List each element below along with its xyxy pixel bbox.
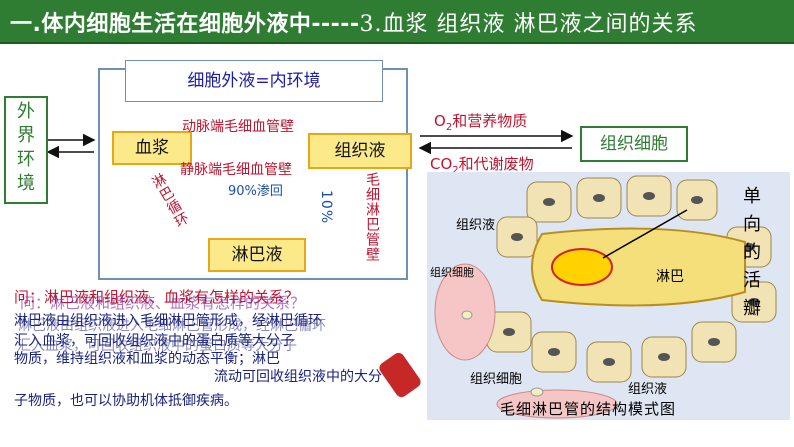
plasma-node: 血浆 (112, 131, 192, 165)
title-subtitle: 3.血浆 组织液 淋巴液之间的关系 (359, 12, 698, 37)
tissue-cell-box: 组织细胞 (580, 126, 688, 162)
return-90-label: 90%渗回 (228, 184, 283, 199)
o2-nutrients-label: O2和营养物质 (434, 110, 527, 133)
valve-char-3: 的 (743, 242, 761, 263)
lymph-capillary-illustration (434, 175, 777, 419)
venous-label: 静脉端毛细血管壁 (180, 162, 292, 178)
text-line-6: 子物质，也可以协助机体抵御疾病。 (14, 393, 238, 409)
title-main: 一.体内细胞生活在细胞外液中----- (10, 12, 360, 37)
label-tissue-fluid-bottom: 组织液 (628, 382, 668, 397)
ext-char-4: 境 (17, 173, 35, 194)
title-bar (0, 0, 794, 44)
percent-10-label: 10% (318, 190, 334, 225)
text-line-5: 流动可回收组织液中的大分 (214, 369, 382, 385)
one-way-valve-label: 单 向 的 活 瓣 (736, 183, 768, 323)
lymph-capillary-diagram (427, 172, 790, 420)
tissue-fluid-node: 组织液 (308, 133, 412, 169)
diagram-caption: 毛细淋巴管的结构模式图 (500, 400, 677, 418)
o2-rest: 和营养物质 (452, 112, 528, 130)
label-lymph: 淋巴 (656, 269, 684, 285)
explanation-text-area: 问：淋巴液和组织液、血浆有怎样的关系？ 问：淋巴液和组织液、血浆有怎样的关系？ … (14, 282, 420, 392)
arterial-label: 动脉端毛细血管壁 (182, 119, 294, 135)
internal-environment-title: 细胞外液=内环境 (125, 60, 383, 102)
text-line-3-ghost: 汇入血浆，可回收组织液中的蛋白质等大分子 (17, 338, 297, 354)
label-tissue-cell-bottom: 组织细胞 (470, 372, 523, 387)
question-line-ghost: 问：淋巴液和组织液、血浆有怎样的关系？ (20, 294, 306, 312)
valve-char-1: 单 (743, 186, 761, 207)
co2-sub: 2 (452, 165, 459, 176)
o2-prefix: O (434, 112, 446, 130)
o2-sub: 2 (445, 122, 453, 133)
text-line-2-ghost: 淋巴液由组织液进入毛细淋巴管形成，经淋巴循环 (18, 318, 326, 334)
co2-rest: 和代谢废物 (458, 155, 534, 173)
co2-prefix: CO (430, 155, 453, 173)
ext-char-3: 环 (17, 149, 35, 170)
lymph-node-box: 淋巴液 (208, 238, 306, 272)
capillary-lymph-wall-label: 毛细淋巴管壁 (364, 172, 380, 262)
ext-char-1: 外 (17, 101, 35, 122)
label-tissue-fluid-top: 组织液 (456, 218, 496, 233)
question-line: 问：淋巴液和组织液、血浆有怎样的关系？ (14, 288, 300, 306)
valve-char-2: 向 (743, 214, 761, 235)
ext-char-2: 界 (17, 125, 35, 146)
external-environment-box: 外 界 环 境 (4, 96, 48, 204)
co2-waste-label: CO2和代谢废物 (430, 153, 534, 176)
text-line-2: 淋巴液由组织液进入毛细淋巴管形成，经淋巴循环 (14, 313, 322, 329)
page-title: 一.体内细胞生活在细胞外液中-----3.血浆 组织液 淋巴液之间的关系 (10, 6, 698, 38)
valve-char-5: 瓣 (743, 298, 761, 319)
label-tissue-cell-left: 组织细胞 (430, 266, 474, 279)
text-line-4: 物质，维持组织液和血浆的动态平衡；淋巴 (14, 351, 280, 367)
text-line-3: 汇入血浆，可回收组织液中的蛋白质等大分子 (14, 333, 294, 349)
valve-char-4: 活 (743, 270, 761, 291)
